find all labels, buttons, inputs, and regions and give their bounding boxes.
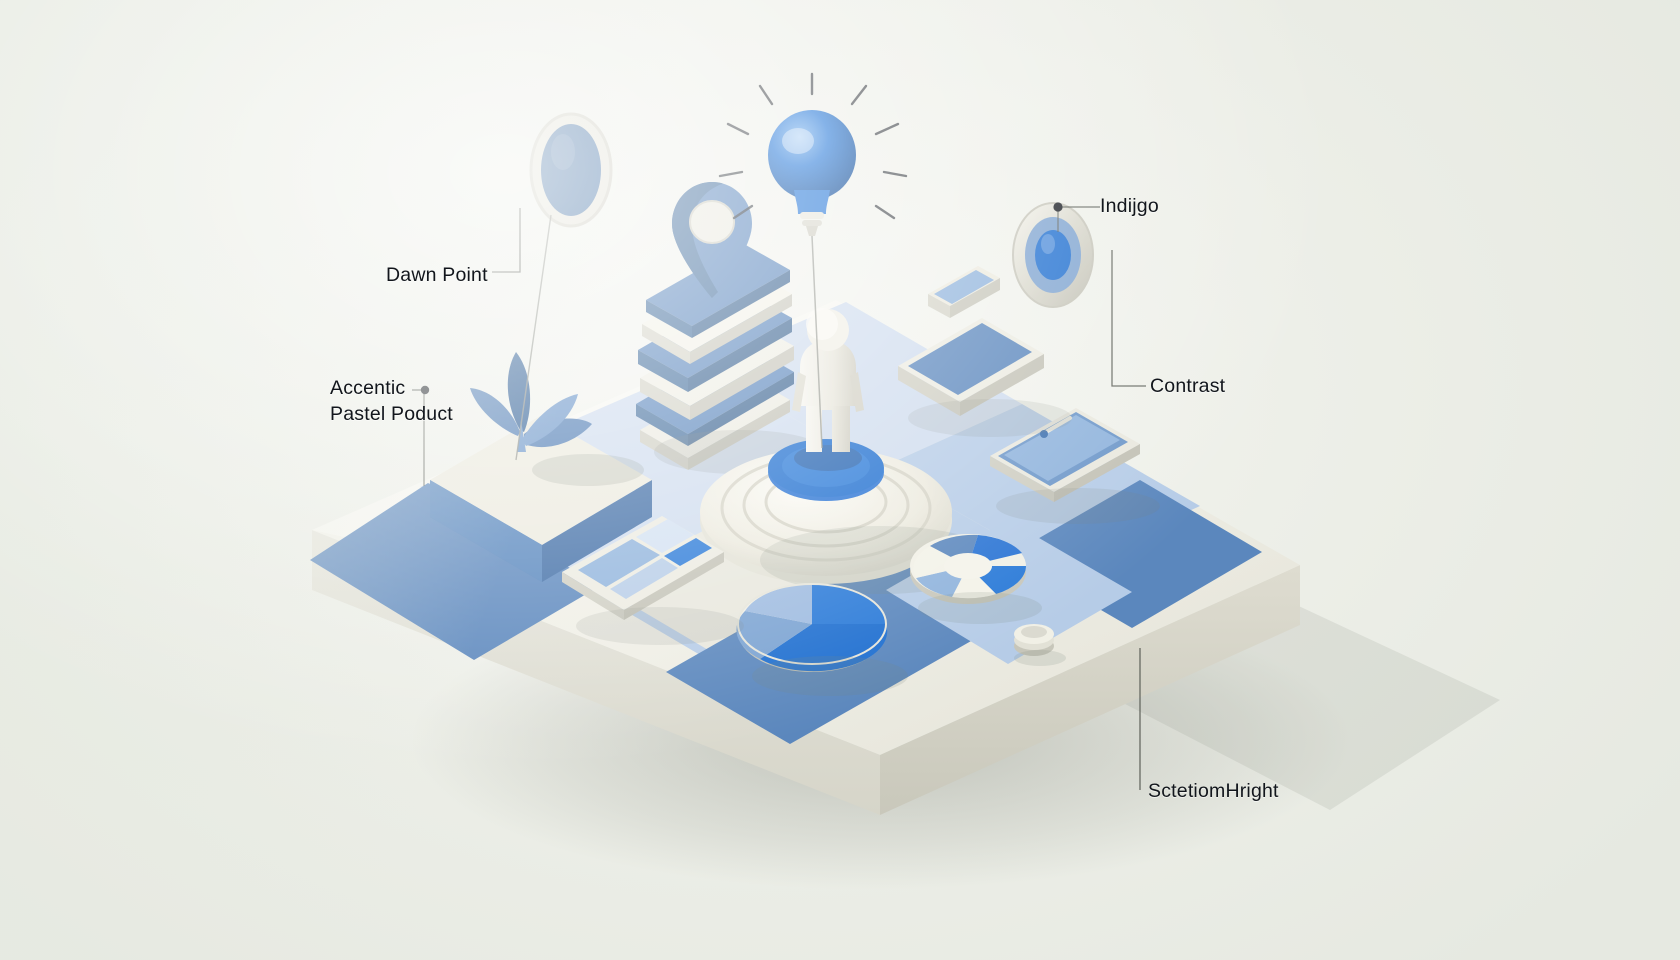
ellipse-indigo-badge <box>1012 202 1094 308</box>
leader-dawn-point <box>492 208 521 273</box>
annotation-accentic: Accentic Pastel Poduct <box>330 375 453 428</box>
annotation-dawn-point: Dawn Point <box>386 264 488 286</box>
annotation-indijgo: Indijgo <box>1100 195 1159 217</box>
annotation-accentic-line2: Pastel Poduct <box>330 403 453 426</box>
leader-dot-indijgo <box>1053 202 1063 212</box>
annotation-contrast: Contrast <box>1150 375 1226 397</box>
plant-leaves <box>470 352 592 452</box>
annotation-section-height: SctetiomHright <box>1148 780 1279 802</box>
leader-contrast <box>1111 250 1146 387</box>
annotation-accentic-line1: Accentic <box>330 377 406 399</box>
